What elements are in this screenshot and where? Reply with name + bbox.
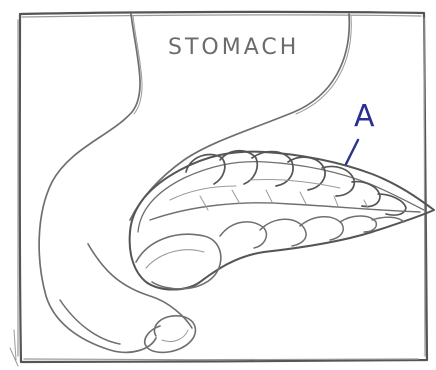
sketch-border (10, 12, 427, 366)
lesion-a (130, 151, 434, 290)
marker-label-a: A (354, 99, 375, 134)
marker-pointer (346, 140, 358, 164)
organ-label: STOMACH (168, 35, 299, 60)
stomach-outline (39, 14, 351, 352)
